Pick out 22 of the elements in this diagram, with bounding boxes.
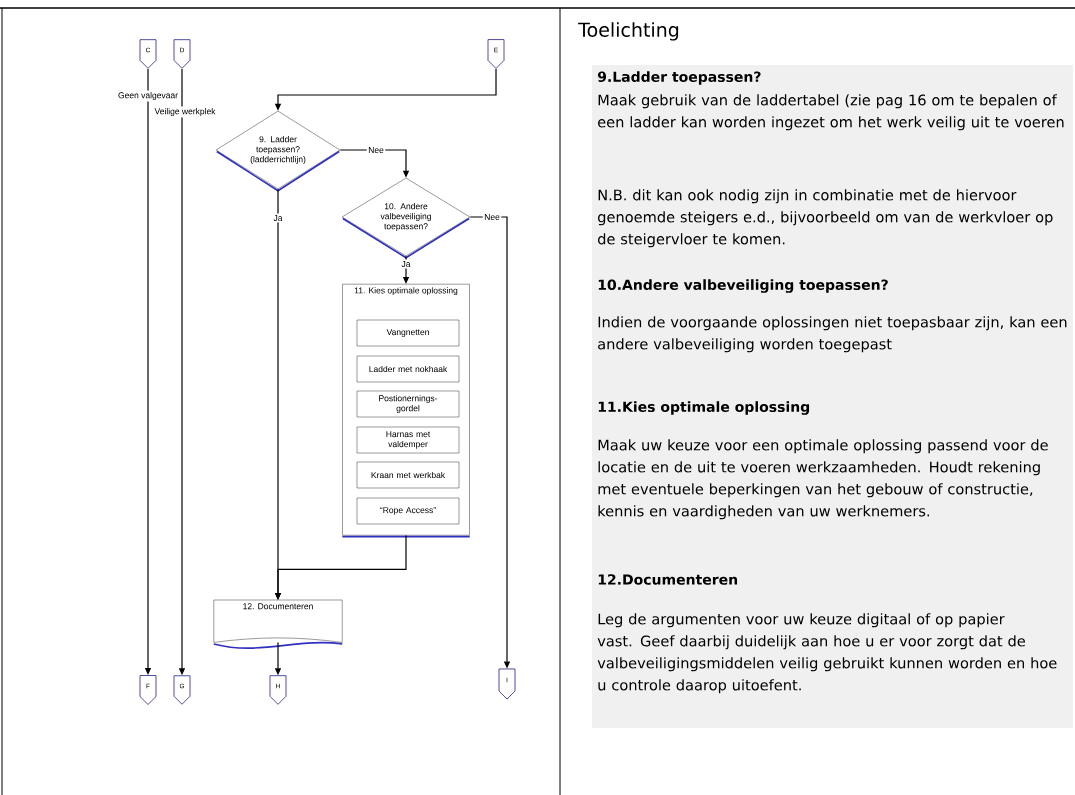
option-box: “Rope Access” — [356, 497, 460, 525]
paragraph: Indien de voorgaande oplossingen niet toepasbaar zijn, kan een andere valbeveiliging worden toegepast — [598, 316, 1067, 353]
paragraph: Leg de argumenten voor uw keuze digitaal of op papier vast. Geef daarbij duidelijk aan hoe u er voor zorgt dat de valbeveiligingsmiddelen veilig gebruikt kunnen worden en hoe u controle daarop uitoefent. — [597, 613, 1057, 694]
option-box: Ladder met nokhaak — [356, 355, 460, 383]
option-box: Postionernings-gordel — [356, 390, 460, 418]
paragraph: Maak gebruik van de laddertabel (zie pag 16 om te bepalen of een ladder kan worden ingezet om het werk veilig uit te voeren — [598, 94, 1064, 131]
paragraph: N.B. dit kan ook nodig zijn in combinatie met de hiervoor genoemde steigers e.d., bijvoorbeeld om van de werkvloer op de steigervloer te komen. — [598, 189, 1053, 248]
paragraph: Maak uw keuze voor een optimale oplossing passend voor de locatie en de uit te voeren werkzaamheden. Houdt rekening met eventuele beperkingen van het gebouw of constructie, kennis en vaardigheden van uw werknemers. — [598, 439, 1048, 520]
panel-title: Toelichting — [578, 22, 679, 41]
edge-label: Nee — [366, 145, 386, 155]
section-heading: 11.Kies optimale oplossing — [598, 401, 810, 415]
option-box: Harnas met valdemper — [356, 426, 460, 454]
edge-label: Veilige werkplek — [153, 106, 217, 118]
section-heading: 12.Documenteren — [598, 574, 738, 585]
edge-label: Ja — [400, 259, 412, 269]
option-box: Vangnetten — [356, 319, 460, 347]
option-box: Kraan met werkbak — [356, 461, 460, 489]
edge-label: Ja — [272, 213, 284, 223]
section-heading: 10.Andere valbeveiliging toepassen? — [598, 279, 888, 293]
edge-label: Nee — [482, 212, 502, 222]
edge-label: Geen valgevaar — [116, 90, 180, 102]
section-heading: 9.Ladder toepassen? — [597, 71, 761, 85]
